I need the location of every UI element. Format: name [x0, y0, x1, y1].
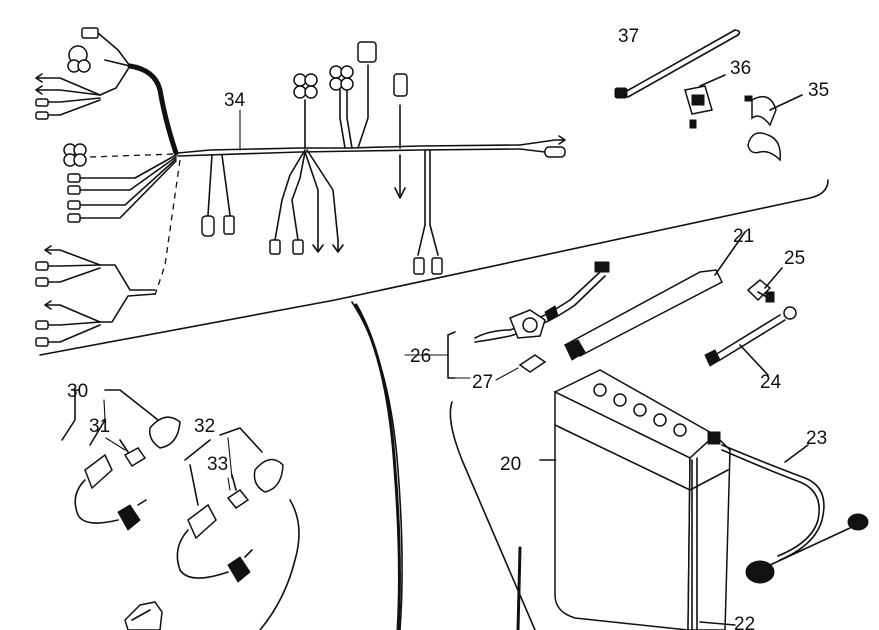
battery-region-border [449, 401, 536, 630]
callout-36: 36 [730, 58, 751, 79]
callout-26: 26 [410, 346, 431, 367]
part-24-lead [704, 306, 797, 376]
battery-region-tick [516, 546, 522, 630]
callout-24: 24 [760, 372, 782, 393]
callout-31: 31 [89, 416, 110, 437]
part-37-strap [614, 29, 741, 99]
callout-22: 22 [734, 614, 755, 630]
lower-left-border [259, 499, 300, 630]
callout-23: 23 [806, 428, 827, 449]
callout-33: 33 [207, 454, 228, 475]
part-36-bracket [684, 74, 726, 129]
callout-27: 27 [472, 372, 493, 393]
upper-panel-border [39, 179, 829, 356]
callout-34: 34 [224, 90, 246, 111]
callout-32: 32 [194, 416, 215, 437]
part-35-clamp [744, 94, 803, 162]
part-21-strap [563, 231, 746, 361]
part-23-lead [721, 444, 869, 584]
callout-25: 25 [784, 248, 805, 269]
part-25-bolt [746, 267, 783, 303]
part-30-lead [61, 389, 181, 531]
callout-20: 20 [500, 454, 521, 475]
region-borders [39, 179, 829, 630]
callout-30: 30 [67, 381, 88, 402]
part-26-fuse-holder [447, 261, 610, 379]
part-20-battery [539, 369, 736, 630]
divider-curve-inner [354, 303, 401, 630]
wire-harness [35, 27, 566, 347]
partial-part-bottom-left [124, 601, 163, 630]
part-32-lead [176, 427, 284, 583]
callout-37: 37 [618, 26, 639, 47]
callout-labels: 37 36 35 34 21 25 26 27 24 30 31 32 33 2… [67, 26, 829, 630]
callout-21: 21 [733, 226, 754, 247]
leader-lines [103, 109, 557, 491]
callout-35: 35 [808, 80, 829, 101]
